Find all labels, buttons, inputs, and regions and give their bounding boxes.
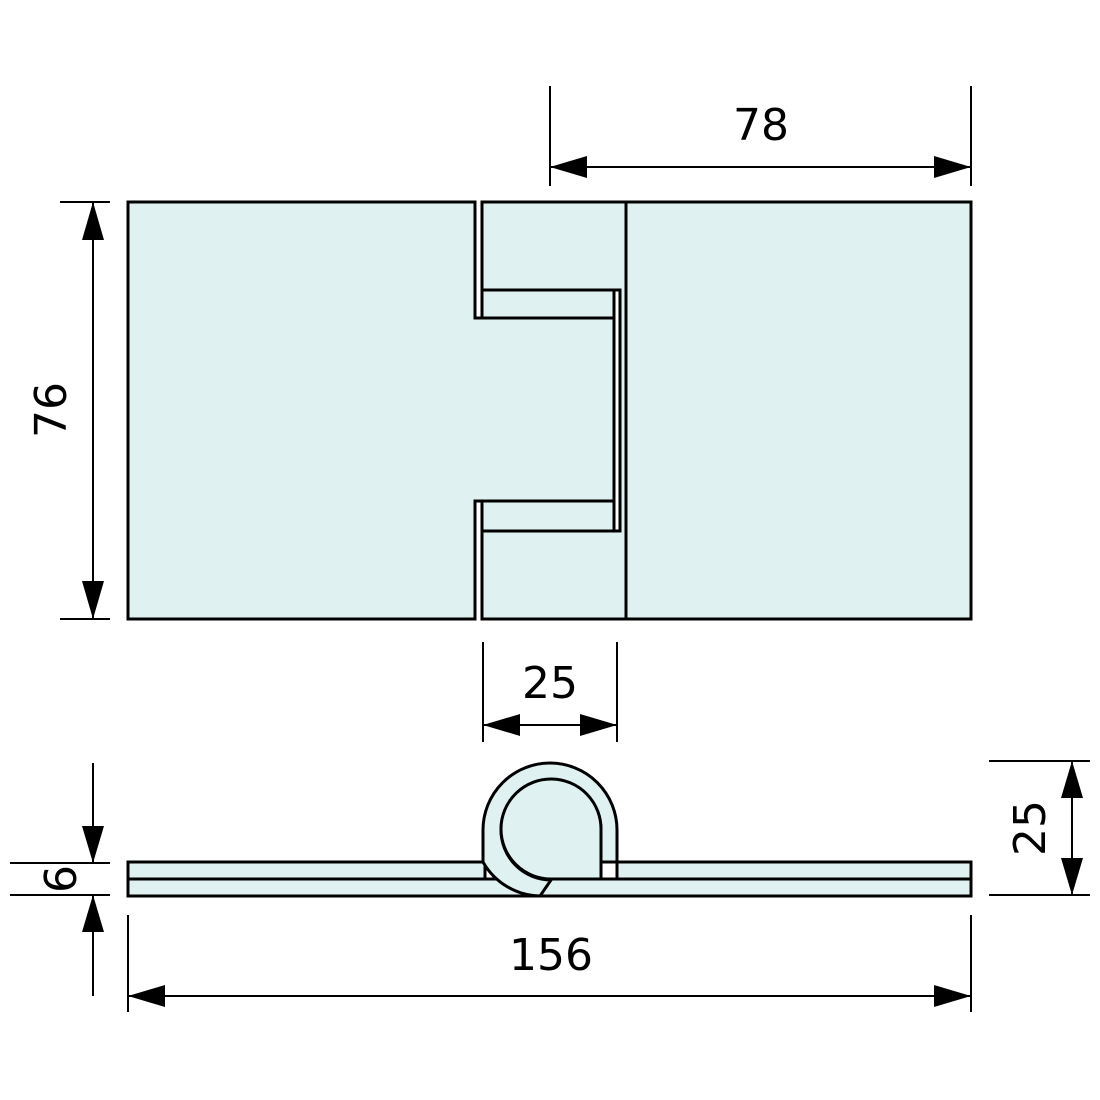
arrow-up-icon — [82, 895, 104, 932]
plate-upper-right — [615, 860, 973, 881]
dimension-overall-length: 156 — [127, 915, 972, 1012]
dim-label-78: 78 — [733, 100, 789, 151]
arrow-left-icon — [483, 714, 520, 736]
dimension-height: 76 — [26, 201, 110, 620]
arrow-up-icon — [82, 202, 104, 240]
knuckle-strip-bottom — [480, 499, 616, 533]
dim-label-25-height: 25 — [1005, 800, 1056, 856]
dim-label-156: 156 — [509, 930, 593, 981]
arrow-left-icon — [128, 985, 165, 1007]
dimension-knuckle-width: 25 — [482, 642, 618, 742]
dim-label-25-width: 25 — [522, 658, 578, 709]
arrow-right-icon — [580, 714, 617, 736]
dim-label-76: 76 — [26, 382, 77, 438]
plate-upper-left — [126, 860, 487, 881]
knuckle-core — [499, 777, 603, 881]
dimension-leaf-width: 78 — [549, 86, 972, 186]
arrow-up-icon — [1061, 761, 1083, 798]
arrow-right-icon — [934, 985, 971, 1007]
top-view — [126, 200, 973, 621]
arrow-left-icon — [550, 156, 587, 178]
side-view — [126, 761, 973, 898]
dimension-knuckle-height: 25 — [989, 760, 1090, 896]
arrow-down-icon — [1061, 858, 1083, 895]
arrow-down-icon — [82, 826, 104, 863]
arrow-right-icon — [934, 156, 971, 178]
dimension-thickness: 6 — [10, 763, 110, 996]
arrow-down-icon — [82, 581, 104, 619]
knuckle-strip-top — [480, 288, 616, 320]
dim-label-6: 6 — [36, 865, 87, 893]
